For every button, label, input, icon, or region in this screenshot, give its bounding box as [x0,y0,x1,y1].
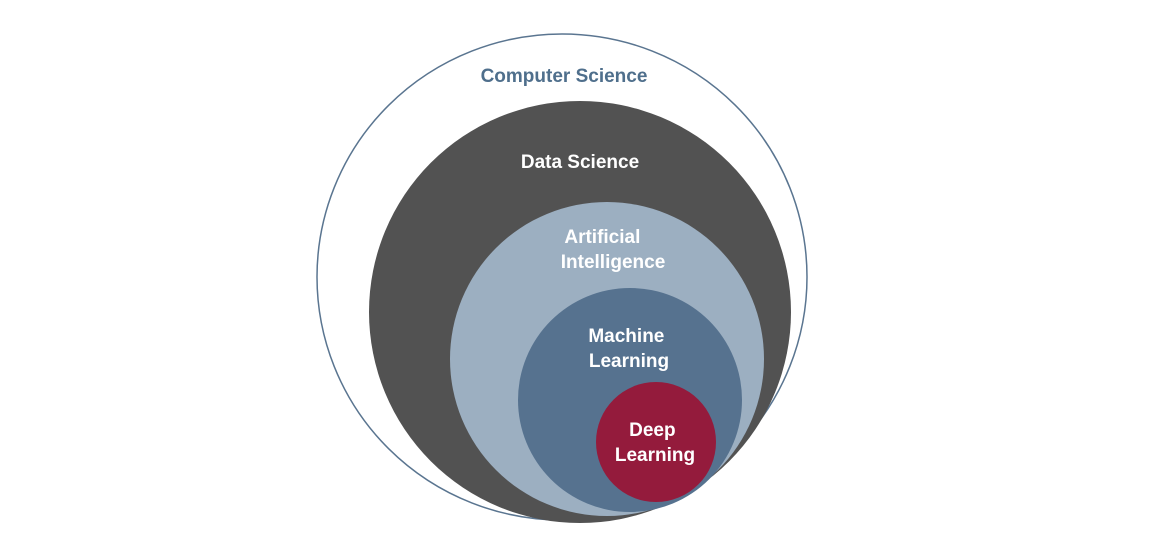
label-artificial-intelligence-line-1: Artificial [564,227,640,248]
label-machine-learning: Machine Learning [588,326,669,372]
label-machine-learning-line-1: Machine [588,326,664,347]
label-artificial-intelligence: Artificial Intelligence [561,227,666,273]
label-machine-learning-line-2: Learning [589,351,669,372]
label-computer-science: Computer Science [481,66,648,87]
circle-deep-learning [596,382,716,502]
label-deep-learning-line-1: Deep [629,420,675,441]
label-data-science-line-1: Data Science [521,152,639,173]
label-computer-science-line-1: Computer Science [481,66,648,87]
label-deep-learning: Deep Learning [615,420,695,466]
label-data-science: Data Science [521,152,639,173]
layer-deep-learning: Deep Learning [596,382,716,502]
label-artificial-intelligence-line-2: Intelligence [561,252,666,273]
label-deep-learning-line-2: Learning [615,445,695,466]
